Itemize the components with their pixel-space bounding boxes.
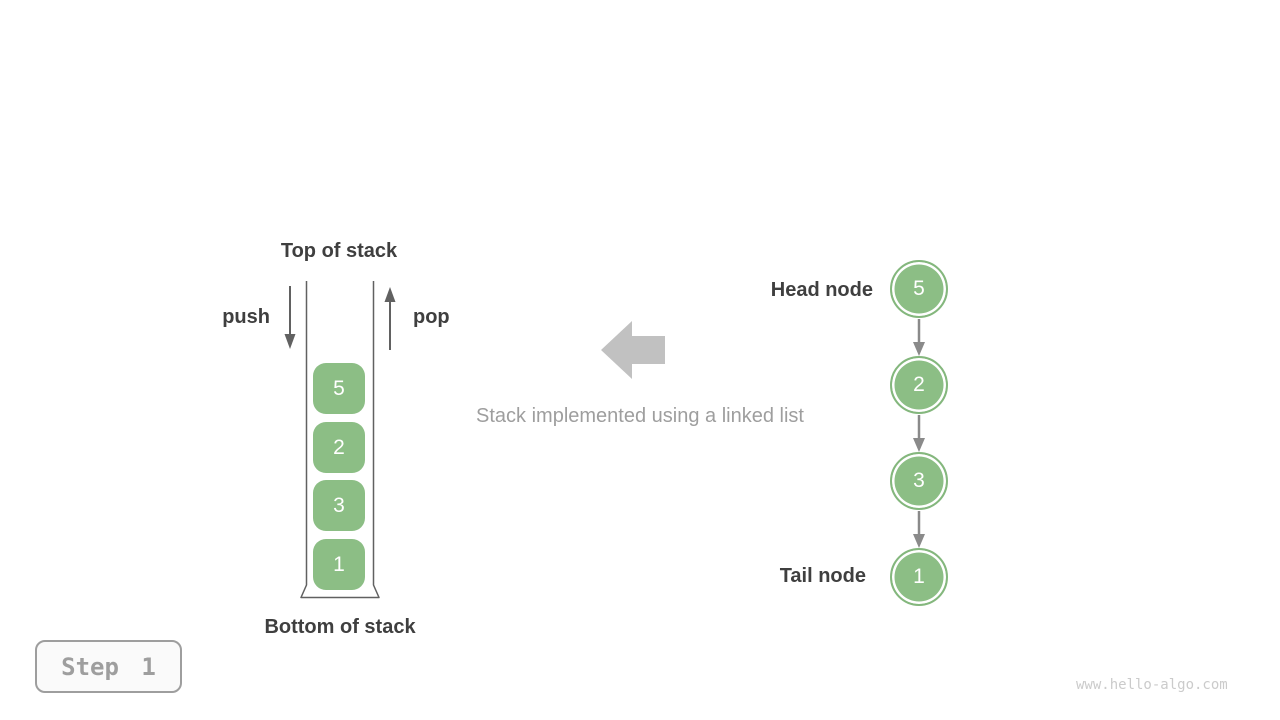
- stack-top-label: Top of stack: [280, 240, 398, 262]
- step-badge: Step 1: [35, 640, 182, 693]
- diagram-caption: Stack implemented using a linked list: [476, 405, 804, 427]
- pop-label: pop: [413, 306, 450, 328]
- left-block-arrow-icon: [601, 321, 665, 379]
- linked-list-node: 5: [890, 260, 948, 318]
- node-link-arrow-icon: [913, 415, 925, 452]
- stack-container-outline: [300, 281, 380, 599]
- stack-item-value: 2: [333, 435, 345, 459]
- linked-list-node: 2: [890, 356, 948, 414]
- push-label: push: [222, 306, 270, 328]
- node-link-arrow-icon: [913, 511, 925, 548]
- stack-item-value: 5: [333, 376, 345, 400]
- node-link-arrow-icon: [913, 319, 925, 356]
- linked-list-node: 3: [890, 452, 948, 510]
- stack-item: 1: [313, 539, 365, 590]
- stack-item-value: 1: [333, 552, 345, 576]
- step-badge-label: Step 1: [61, 652, 156, 681]
- stack-item: 2: [313, 422, 365, 473]
- linked-list-node: 1: [890, 548, 948, 606]
- stack-item-value: 3: [333, 493, 345, 517]
- node-value: 3: [913, 469, 925, 492]
- stack-item: 5: [313, 363, 365, 414]
- watermark: www.hello-algo.com: [1076, 677, 1228, 693]
- stack-bottom-label: Bottom of stack: [264, 616, 416, 638]
- head-node-label: Head node: [770, 279, 873, 301]
- node-value: 5: [913, 277, 925, 300]
- tail-node-label: Tail node: [779, 565, 866, 587]
- push-arrow-icon: [284, 286, 296, 349]
- node-value: 2: [913, 373, 925, 396]
- stack-item: 3: [313, 480, 365, 531]
- pop-arrow-icon: [384, 287, 396, 350]
- node-value: 1: [913, 565, 925, 588]
